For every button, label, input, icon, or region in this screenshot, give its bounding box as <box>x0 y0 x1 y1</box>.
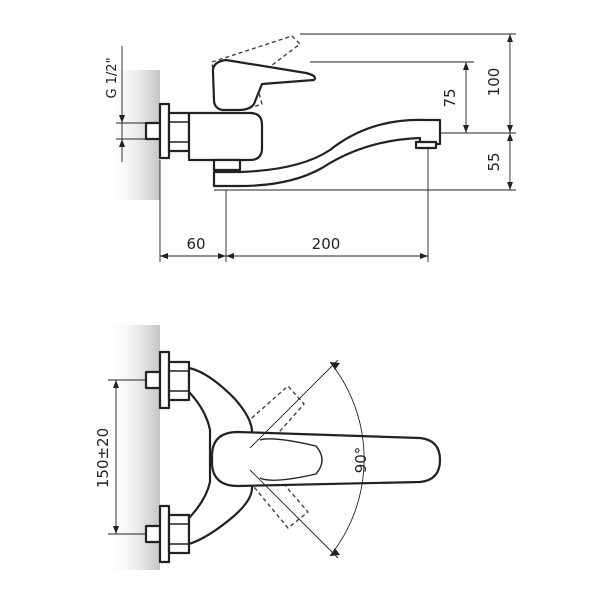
wall-stem <box>144 121 162 141</box>
arrow-centers-bottom <box>113 526 119 534</box>
lever-swivel-outline-up <box>235 385 305 458</box>
arrow-60-right <box>218 253 226 259</box>
upper-flange <box>158 350 171 410</box>
arrow-200-right <box>420 253 428 259</box>
arrow-100-bottom <box>507 125 513 133</box>
arrow-200-left <box>226 253 234 259</box>
side-view: 100 75 55 60 200 G 1/2" <box>105 33 516 262</box>
arrow-60-left <box>160 253 168 259</box>
arrow-75-bottom <box>463 125 469 133</box>
spout-aerator <box>414 140 438 150</box>
arrow-thread-bottom <box>119 139 125 147</box>
dim-label-75: 75 <box>441 88 459 107</box>
dim-label-200: 200 <box>312 235 341 253</box>
dim-label-60: 60 <box>186 235 205 253</box>
dim-label-55: 55 <box>485 152 503 171</box>
arrow-75-top <box>463 62 469 70</box>
lever-handle <box>211 58 317 112</box>
hex-nut <box>167 111 191 153</box>
dim-label-thread: G 1/2" <box>105 57 120 98</box>
upper-nut <box>167 360 191 402</box>
wall-flange <box>158 102 171 160</box>
dim-label-centers: 150±20 <box>94 428 112 488</box>
arrow-thread-top <box>119 115 125 123</box>
swivel-ray-up <box>249 359 339 449</box>
swivel-arc <box>329 361 365 557</box>
dim-label-angle: 90° <box>352 447 370 474</box>
arrow-100-top <box>507 34 513 42</box>
lower-nut <box>167 513 191 555</box>
arrow-55-top <box>507 133 513 141</box>
lever-handle-inner <box>259 438 323 481</box>
upper-stem <box>144 370 162 390</box>
lower-flange <box>158 504 171 564</box>
swivel-ray-down <box>249 469 339 559</box>
dim-label-100: 100 <box>485 68 503 97</box>
mixer-body <box>187 111 264 162</box>
arrow-arc-bottom <box>330 548 340 556</box>
lever-raised-outline <box>211 35 302 111</box>
arrow-55-bottom <box>507 182 513 190</box>
arrow-centers-top <box>113 380 119 388</box>
arrow-arc-top <box>330 362 340 370</box>
top-view: 90° 150±20 <box>94 325 442 570</box>
spout-base-ring <box>212 158 242 172</box>
lever-handle-top <box>210 430 442 488</box>
lower-stem <box>144 524 162 544</box>
